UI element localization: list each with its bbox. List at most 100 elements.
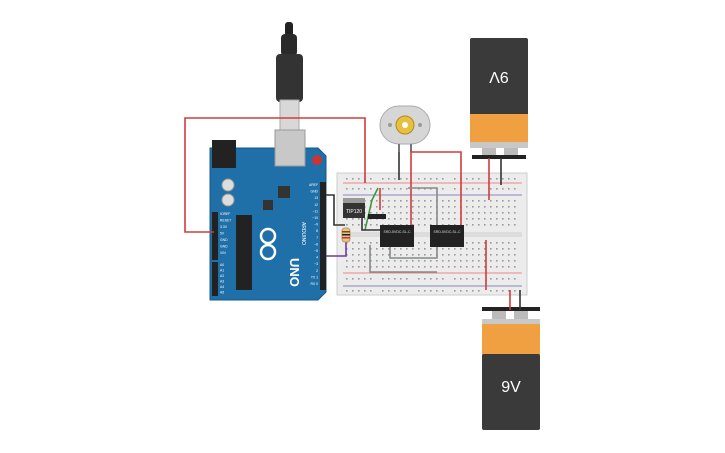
breadboard-hole: [430, 260, 432, 262]
breadboard-hole: [412, 224, 414, 226]
breadboard-hole: [352, 266, 354, 268]
analog-pin-label: A5: [220, 291, 224, 295]
breadboard-hole: [400, 212, 402, 214]
breadboard-hole: [466, 260, 468, 262]
power-pin-label: RESET: [220, 219, 231, 223]
breadboard-hole: [460, 266, 462, 268]
breadboard-hole: [496, 206, 498, 208]
breadboard-hole: [478, 188, 480, 190]
breadboard-hole: [376, 266, 378, 268]
breadboard-hole: [472, 224, 474, 226]
breadboard-hole: [430, 178, 432, 180]
breadboard-hole: [496, 260, 498, 262]
power-pin-label: 3.3V: [220, 225, 228, 229]
breadboard-hole: [514, 218, 516, 220]
breadboard-hole: [448, 266, 450, 268]
breadboard-hole: [508, 178, 510, 180]
digital-pin-label: 7: [316, 236, 318, 240]
breadboard-hole: [460, 260, 462, 262]
breadboard-hole: [442, 260, 444, 262]
breadboard-hole: [478, 266, 480, 268]
breadboard-hole: [490, 178, 492, 180]
breadboard-hole: [502, 206, 504, 208]
breadboard-hole: [424, 242, 426, 244]
breadboard-hole: [346, 278, 348, 280]
breadboard-hole: [358, 178, 360, 180]
breadboard-hole: [352, 242, 354, 244]
resistor-icon: [341, 227, 351, 243]
breadboard-hole: [352, 290, 354, 292]
breadboard-hole: [466, 188, 468, 190]
usb-cable-icon: [276, 22, 303, 133]
breadboard-hole: [496, 290, 498, 292]
breadboard-hole: [454, 218, 456, 220]
breadboard-hole: [502, 260, 504, 262]
breadboard-hole: [466, 254, 468, 256]
breadboard-hole: [382, 248, 384, 250]
breadboard-hole: [370, 200, 372, 202]
breadboard-hole: [406, 218, 408, 220]
breadboard-hole: [406, 206, 408, 208]
breadboard-hole: [442, 224, 444, 226]
breadboard-hole: [394, 224, 396, 226]
breadboard-hole: [448, 248, 450, 250]
breadboard-hole: [382, 178, 384, 180]
breadboard-hole: [430, 212, 432, 214]
breadboard-hole: [436, 278, 438, 280]
breadboard-hole: [508, 290, 510, 292]
breadboard-hole: [442, 200, 444, 202]
breadboard-hole: [484, 254, 486, 256]
breadboard-hole: [424, 224, 426, 226]
breadboard-hole: [490, 212, 492, 214]
breadboard-hole: [496, 218, 498, 220]
breadboard-hole: [448, 260, 450, 262]
breadboard-hole: [364, 260, 366, 262]
breadboard-hole: [508, 224, 510, 226]
breadboard-hole: [490, 290, 492, 292]
breadboard-hole: [490, 224, 492, 226]
power-pin-label: VIN: [220, 251, 226, 255]
breadboard-hole: [400, 278, 402, 280]
breadboard-hole: [430, 218, 432, 220]
breadboard-hole: [442, 206, 444, 208]
breadboard-hole: [514, 266, 516, 268]
breadboard-hole: [478, 248, 480, 250]
breadboard-hole: [442, 248, 444, 250]
breadboard-hole: [508, 218, 510, 220]
breadboard-hole: [454, 224, 456, 226]
breadboard-hole: [382, 278, 384, 280]
breadboard-hole: [466, 266, 468, 268]
breadboard-hole: [424, 200, 426, 202]
breadboard-hole: [502, 188, 504, 190]
breadboard-hole: [424, 218, 426, 220]
breadboard-hole: [418, 224, 420, 226]
breadboard-hole: [460, 254, 462, 256]
analog-pin-label: A0: [220, 263, 224, 267]
breadboard-hole: [448, 206, 450, 208]
breadboard-hole: [448, 224, 450, 226]
breadboard-hole: [418, 260, 420, 262]
breadboard-hole: [418, 248, 420, 250]
breadboard-hole: [496, 212, 498, 214]
breadboard-hole: [514, 248, 516, 250]
breadboard-hole: [490, 278, 492, 280]
analog-pin-label: A4: [220, 285, 224, 289]
breadboard-hole: [388, 260, 390, 262]
dc-motor-icon: [379, 105, 431, 152]
breadboard-hole: [514, 224, 516, 226]
breadboard-hole: [406, 224, 408, 226]
breadboard-hole: [412, 206, 414, 208]
digital-pin-label: TX 1: [311, 275, 318, 279]
breadboard-hole: [448, 200, 450, 202]
breadboard-hole: [478, 290, 480, 292]
breadboard-hole: [388, 254, 390, 256]
breadboard-hole: [448, 218, 450, 220]
breadboard-hole: [400, 260, 402, 262]
breadboard-hole: [358, 278, 360, 280]
breadboard-hole: [394, 278, 396, 280]
arduino-logo-icon: [259, 227, 277, 261]
breadboard-hole: [400, 254, 402, 256]
breadboard-hole: [454, 188, 456, 190]
power-pin-label: IOREF: [220, 212, 230, 216]
breadboard-hole: [388, 248, 390, 250]
